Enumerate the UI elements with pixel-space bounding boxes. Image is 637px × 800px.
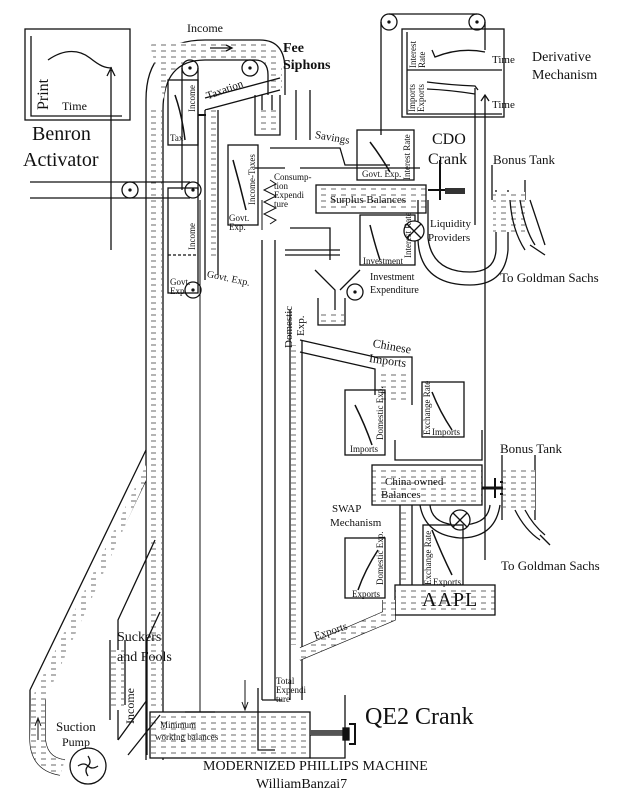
- china-balances-label-1: China owned: [385, 476, 444, 488]
- domestic-exp-label-1: Domestic: [283, 305, 295, 348]
- derivative-label-line2: Mechanism: [532, 68, 598, 83]
- derivative-graph-frame: [401, 28, 505, 118]
- imports-exchange-gauge-side: Exchange Rate: [422, 380, 432, 435]
- derivative-bottom-ylabel-2: Exports: [416, 84, 426, 112]
- derivative-label-line1: Derivative: [532, 50, 592, 65]
- liquidity-providers-label-1: Liquidity: [430, 218, 471, 230]
- interest-rate-gauge-bottom-label: Govt. Exp.: [362, 169, 402, 179]
- govt-exp-gauge: [167, 187, 199, 294]
- govt-exp-gauge-bottom-2: Exp.: [170, 286, 187, 296]
- exports-domestic-gauge: [344, 537, 386, 599]
- to-goldman-sachs-top-label: To Goldman Sachs: [500, 270, 599, 285]
- imports-domestic-gauge: [344, 389, 386, 456]
- income-taxes-gauge-bottom-2: Exp.: [229, 222, 246, 232]
- benron-graph-xlabel: Time: [62, 99, 87, 113]
- exports-exchange-gauge-bottom: Exports: [433, 577, 461, 587]
- investment-gauge-bottom-label: Investment: [363, 256, 403, 266]
- investment-expenditure-label-1: Investment: [370, 272, 415, 283]
- pulley-icon: [346, 283, 364, 301]
- swap-mechanism-label-1: SWAP: [332, 503, 362, 515]
- valve-icon: [449, 509, 471, 531]
- income-top-label: Income: [187, 21, 223, 35]
- benron-graph-axes: [30, 36, 122, 117]
- benron-label-line1: Benron: [32, 123, 91, 145]
- to-goldman-sachs-bottom-label: To Goldman Sachs: [501, 558, 600, 573]
- consumption-label-4: ture: [274, 199, 288, 209]
- china-balances-tank: [371, 464, 483, 506]
- income-bottom-label: Income: [123, 688, 137, 724]
- liquidity-providers-label-2: Providers: [428, 232, 471, 244]
- benron-graph-ylabel: Print: [35, 78, 52, 110]
- flow-up-arrow: [34, 716, 42, 740]
- benron-label-line2: Activator: [23, 149, 99, 171]
- imports-exchange-gauge-bottom: Imports: [432, 427, 460, 437]
- aapl-label: AAPL: [422, 589, 479, 611]
- pulley-icon: [380, 13, 398, 31]
- total-expenditure-label-1: Total: [276, 676, 295, 686]
- consumption-label-1: Consump-: [274, 172, 312, 182]
- bonus-tank-bottom-label: Bonus Tank: [500, 441, 563, 456]
- qe2-crank-handle-icon: [342, 723, 356, 745]
- benron-graph-curve: [47, 50, 113, 69]
- liquidity-valve-icon: [403, 220, 425, 242]
- derivative-bottom-xlabel: Time: [492, 99, 515, 111]
- income-flow-arrow: [210, 44, 234, 52]
- imports-domestic-gauge-side: Domestic Exp.: [375, 386, 385, 441]
- benron-graph-frame: [24, 28, 131, 121]
- investment-gauge-side-label: Interest Rate: [403, 212, 413, 258]
- pulley-icon: [184, 181, 202, 199]
- suckers-label-2: and Fools: [117, 650, 172, 665]
- fee-siphons-label-2: Siphons: [283, 58, 331, 73]
- derivative-top-xlabel: Time: [492, 54, 515, 66]
- cdo-crank-label-2: Crank: [428, 151, 468, 168]
- exports-domestic-gauge-side: Domestic Exp.: [375, 531, 385, 586]
- govt-exp-gauge-side-label: Income: [187, 223, 197, 250]
- imports-exchange-gauge: [421, 381, 465, 438]
- interest-rate-gauge-side-label: Interest Rate: [402, 134, 412, 180]
- govt-exp-gauge-bottom-1: Govt.: [170, 277, 191, 287]
- suction-pump-icon: [69, 747, 107, 785]
- suction-pump-label-1: Suction: [56, 719, 96, 734]
- exports-domestic-gauge-bottom: Exports: [352, 589, 380, 599]
- tax-gauge: [167, 79, 199, 146]
- surplus-balances-label: Surplus Balances: [330, 194, 407, 206]
- pulley-icon: [241, 59, 259, 77]
- min-working-balances-tank: [149, 711, 311, 759]
- pulley-icon: [468, 13, 486, 31]
- fee-siphons-label-1: Fee: [283, 41, 304, 56]
- income-taxes-gauge-side-label: Income-Taxes: [247, 154, 257, 205]
- diagram-title: MODERNIZED PHILLIPS MACHINE: [203, 759, 428, 774]
- qe2-crank-label: QE2 Crank: [365, 704, 474, 730]
- pulley-icon: [121, 181, 139, 199]
- investment-expenditure-label-2: Expenditure: [370, 285, 419, 296]
- exports-exchange-gauge-side: Exchange Rate: [423, 530, 433, 585]
- china-balances-label-2: Balances: [381, 489, 421, 501]
- tax-gauge-side-label: Income: [187, 85, 197, 112]
- income-taxes-gauge: [227, 144, 259, 226]
- consumption-label-3: Expendi: [274, 190, 304, 200]
- income-taxes-gauge-bottom-1: Govt.: [229, 213, 250, 223]
- derivative-top-ylabel-2: Rate: [417, 51, 427, 69]
- benron-activator-arrow: [106, 66, 116, 250]
- min-balances-label-1: Minimum: [160, 720, 197, 730]
- consumption-label-2: tion: [274, 181, 289, 191]
- cdo-crank-label-1: CDO: [432, 131, 466, 148]
- main-income-pipe: [145, 39, 286, 760]
- imports-domestic-gauge-bottom: Imports: [350, 444, 378, 454]
- total-expenditure-label-3: ture: [276, 694, 290, 704]
- domestic-exp-label-2: Exp.: [295, 315, 307, 336]
- diagram-author: WilliamBanzai7: [256, 777, 348, 792]
- bonus-tank-top-label: Bonus Tank: [493, 152, 556, 167]
- suckers-label-1: Suckers: [117, 630, 162, 645]
- min-balances-label-2: working balances: [155, 732, 219, 742]
- suction-pump-label-2: Pump: [62, 735, 91, 749]
- pulley-icon: [184, 281, 202, 299]
- total-expenditure-label-2: Expendi: [276, 685, 306, 695]
- interest-rate-gauge: [356, 129, 415, 181]
- tax-gauge-bottom-label: Tax: [170, 133, 184, 143]
- swap-mechanism-label-2: Mechanism: [330, 517, 382, 529]
